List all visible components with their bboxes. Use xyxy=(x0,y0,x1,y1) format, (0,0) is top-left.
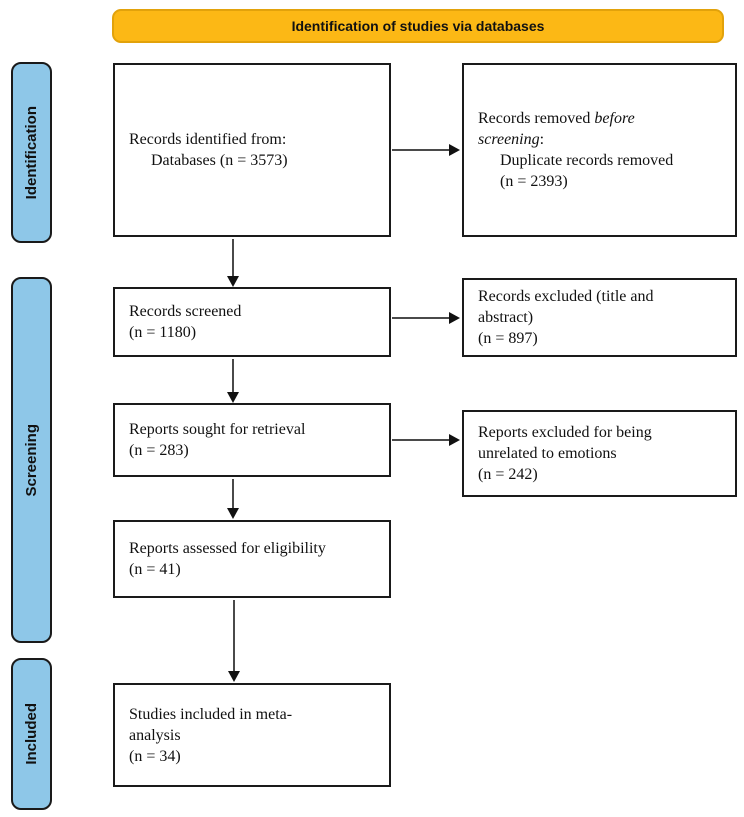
down-arrow-line-2 xyxy=(232,359,234,393)
box-studies-included: Studies included in meta- analysis (n = … xyxy=(113,683,391,787)
box-reports-sought: Reports sought for retrieval (n = 283) xyxy=(113,403,391,477)
box-text-line: (n = 242) xyxy=(478,466,538,483)
stage-bar-identification: Identification xyxy=(11,62,52,243)
right-arrowhead-icon xyxy=(449,312,460,324)
box-text-line: Records removed before xyxy=(478,110,635,127)
banner-identification-of-studies: Identification of studies via databases xyxy=(112,9,724,43)
box-reports-excluded-emotions: Reports excluded for being unrelated to … xyxy=(462,410,737,497)
box-text-line: Databases (n = 3573) xyxy=(151,152,288,169)
right-arrowhead-icon xyxy=(449,434,460,446)
box-text-line: screening: xyxy=(478,131,545,148)
box-records-identified: Records identified from: Databases (n = … xyxy=(113,63,391,237)
stage-bar-screening: Screening xyxy=(11,277,52,643)
down-arrowhead-icon xyxy=(227,508,239,519)
box-records-removed-before-screening: Records removed before screening: Duplic… xyxy=(462,63,737,237)
right-arrow-line-3 xyxy=(392,439,450,441)
box-text-line: (n = 1180) xyxy=(129,324,197,341)
box-text-line: unrelated to emotions xyxy=(478,445,617,462)
box-records-screened: Records screened (n = 1180) xyxy=(113,287,391,357)
box-text-line: abstract) xyxy=(478,309,534,326)
down-arrow-line-4 xyxy=(233,600,235,672)
box-text-line: (n = 2393) xyxy=(500,173,568,190)
down-arrow-line-3 xyxy=(232,479,234,509)
box-text-line: (n = 897) xyxy=(478,330,538,347)
right-arrow-line-2 xyxy=(392,317,450,319)
down-arrowhead-icon xyxy=(227,276,239,287)
box-text-line: (n = 41) xyxy=(129,561,181,578)
stage-label-included: Included xyxy=(23,703,40,765)
right-arrowhead-icon xyxy=(449,144,460,156)
box-text-line: Reports assessed for eligibility xyxy=(129,540,326,557)
box-text-line: Reports sought for retrieval xyxy=(129,421,306,438)
box-records-excluded-title-abstract: Records excluded (title and abstract) (n… xyxy=(462,278,737,357)
box-text-line: Reports excluded for being xyxy=(478,424,652,441)
down-arrowhead-icon xyxy=(227,392,239,403)
box-text-line: analysis xyxy=(129,726,181,744)
box-text-line: Records identified from: xyxy=(129,131,287,148)
box-text-line: Records screened xyxy=(129,303,242,320)
down-arrowhead-icon xyxy=(228,671,240,682)
box-reports-assessed: Reports assessed for eligibility (n = 41… xyxy=(113,520,391,598)
box-text-line: Duplicate records removed xyxy=(500,152,674,169)
down-arrow-line-1 xyxy=(232,239,234,277)
box-text-line: (n = 34) xyxy=(129,747,181,765)
box-text-line: (n = 283) xyxy=(129,442,189,459)
box-text-line: Records excluded (title and xyxy=(478,288,654,305)
banner-title: Identification of studies via databases xyxy=(291,18,545,34)
stage-bar-included: Included xyxy=(11,658,52,810)
stage-label-screening: Screening xyxy=(23,423,40,497)
box-text-line: Studies included in meta- xyxy=(129,705,293,723)
stage-label-identification: Identification xyxy=(23,105,40,200)
right-arrow-line-1 xyxy=(392,149,450,151)
